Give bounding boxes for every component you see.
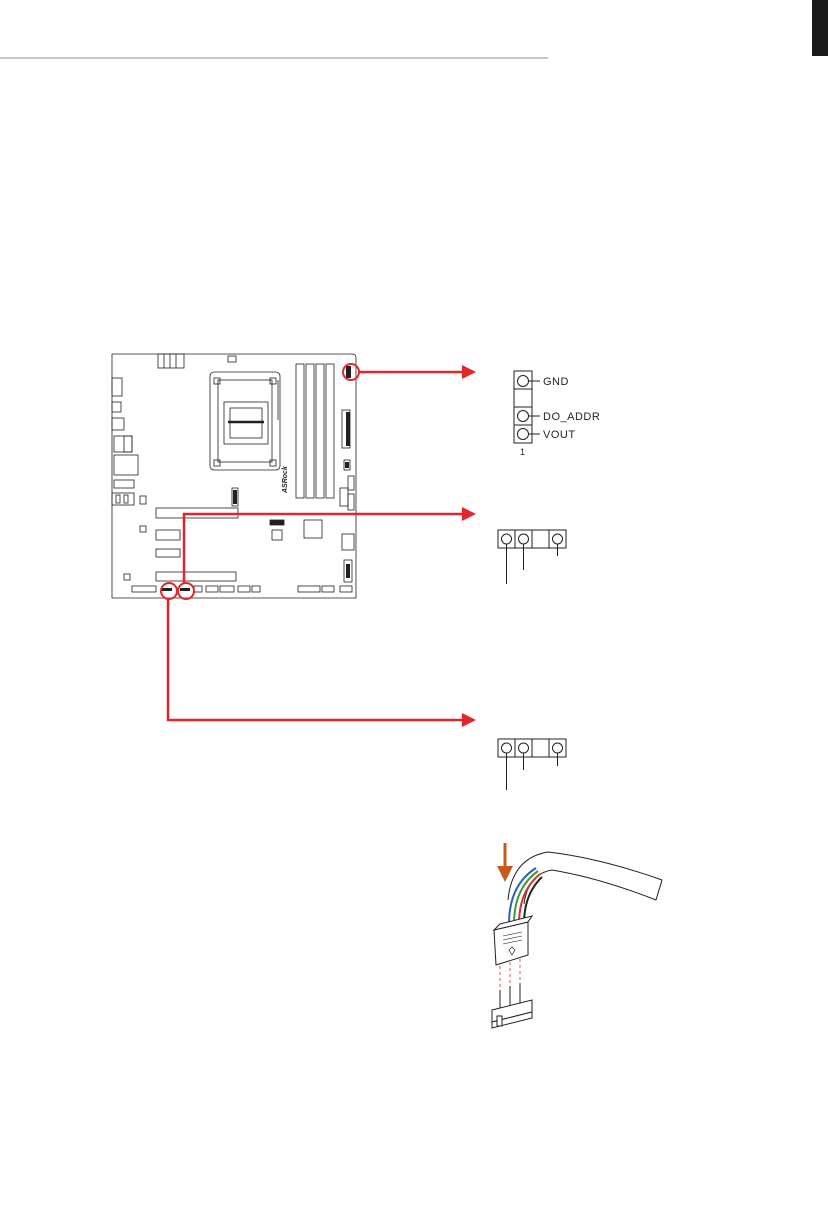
arrow-icon <box>462 365 476 379</box>
pin-label-gnd: GND <box>543 376 569 388</box>
motherboard-diagram <box>112 354 356 598</box>
pin-label-do-addr: DO_ADDR <box>543 411 600 423</box>
header-pinout-horizontal-2 <box>498 739 566 790</box>
motherboard-details <box>162 366 351 591</box>
pin-label-vout: VOUT <box>543 429 576 441</box>
rgb-header-pinout-diagram: GND DO_ADDR VOUT 1 <box>514 371 600 457</box>
header-pinout-horizontal-1 <box>498 530 566 584</box>
down-arrow-icon <box>497 866 513 882</box>
page-tab <box>812 0 828 56</box>
arrow-icon <box>462 507 476 521</box>
callout-lines <box>168 372 462 720</box>
pin-one-label: 1 <box>520 447 525 457</box>
arrow-icon <box>462 713 476 727</box>
cable-installation-diagram <box>492 843 662 1028</box>
board-brand-label: ASRock <box>282 465 289 494</box>
callout-arrowheads <box>462 365 476 727</box>
